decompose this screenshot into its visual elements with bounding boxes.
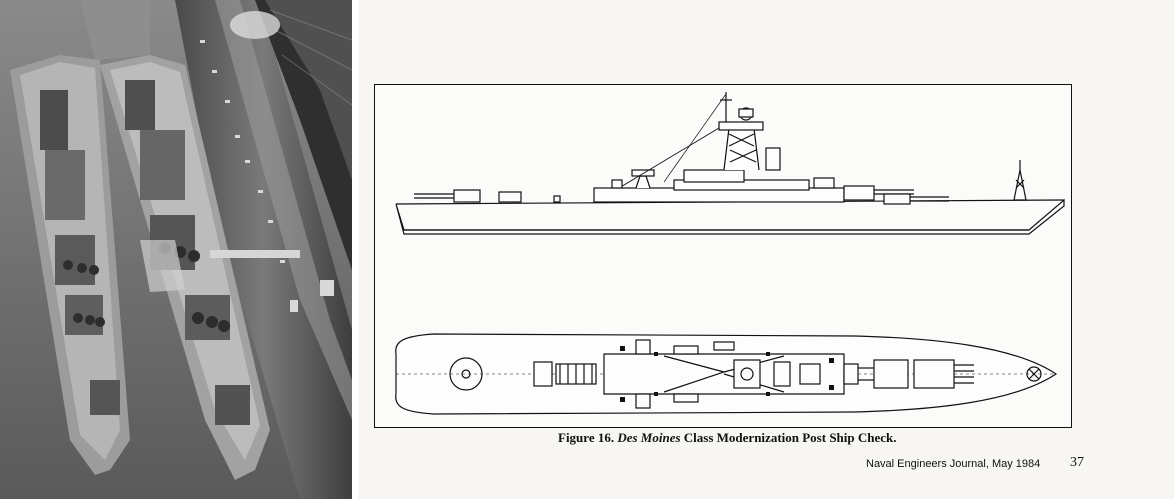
page-gutter (352, 0, 358, 499)
aerial-photo (0, 0, 352, 499)
caption-prefix: Figure 16. (558, 430, 615, 445)
journal-page: Figure 16. Des Moines Class Modernizatio… (358, 0, 1174, 499)
profile-view (395, 92, 1065, 235)
figure-caption: Figure 16. Des Moines Class Modernizatio… (558, 430, 908, 446)
ship-drawings (395, 92, 1065, 415)
ship-right (100, 55, 300, 480)
caption-suffix: Class Modernization Post Ship Check. (683, 430, 897, 445)
journal-footer: Naval Engineers Journal, May 1984 (866, 458, 1041, 470)
aerial-photo-graphic (0, 0, 352, 499)
plan-view (395, 333, 1058, 415)
ship-left (10, 55, 130, 475)
page-number: 37 (1070, 455, 1084, 470)
caption-class-name: Des Moines (617, 430, 681, 445)
